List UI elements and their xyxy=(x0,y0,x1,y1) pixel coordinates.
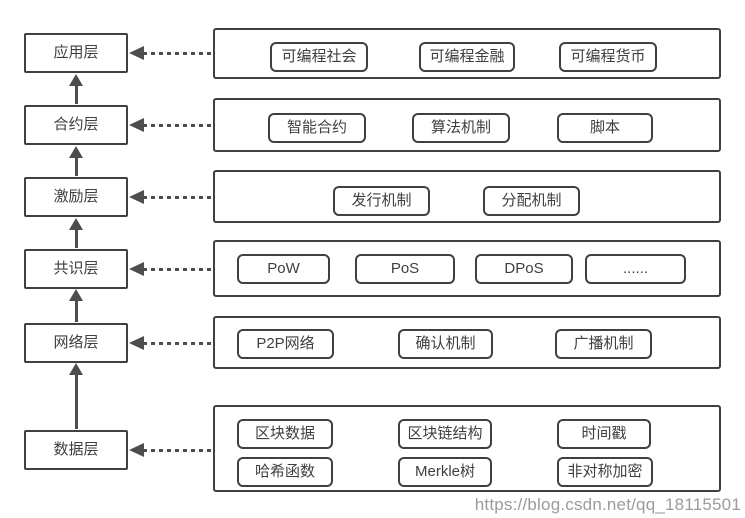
layer-item: Merkle树 xyxy=(398,457,492,487)
arrow-up-incentive-to-contract xyxy=(69,146,83,176)
arrow-up-contract-to-application xyxy=(69,74,83,104)
layer-box-data: 区块数据 区块链结构 时间戳 哈希函数 Merkle树 非对称加密 xyxy=(213,405,721,492)
watermark-url: https://blog.csdn.net/qq_18115501 xyxy=(474,495,741,514)
layer-box-incentive: 发行机制 分配机制 xyxy=(213,170,721,223)
layer-label-application: 应用层 xyxy=(24,33,128,73)
layer-box-consensus: PoW PoS DPoS ...... xyxy=(213,240,721,297)
layer-item: 区块链结构 xyxy=(398,419,492,449)
layer-item: 可编程社会 xyxy=(270,42,368,72)
layer-label-incentive: 激励层 xyxy=(24,177,128,217)
layer-item: PoS xyxy=(355,254,455,284)
layer-label-data: 数据层 xyxy=(24,430,128,470)
layer-item: 脚本 xyxy=(557,113,653,143)
layer-item: 分配机制 xyxy=(483,186,580,216)
arrow-head-icon xyxy=(129,118,144,132)
arrow-head-icon xyxy=(129,190,144,204)
layer-item: 非对称加密 xyxy=(557,457,653,487)
layer-item: 确认机制 xyxy=(398,329,493,359)
layer-box-application: 可编程社会 可编程金融 可编程货币 xyxy=(213,28,721,79)
layer-item: 可编程金融 xyxy=(419,42,515,72)
arrow-head-icon xyxy=(129,262,144,276)
arrow-shaft xyxy=(74,229,78,248)
arrow-head-icon xyxy=(69,74,83,86)
arrow-head-icon xyxy=(69,218,83,230)
layer-item: 时间戳 xyxy=(557,419,651,449)
layer-item: 可编程货币 xyxy=(559,42,657,72)
layer-item: 区块数据 xyxy=(237,419,333,449)
arrow-shaft xyxy=(74,157,78,176)
arrow-head-icon xyxy=(129,46,144,60)
layer-item: PoW xyxy=(237,254,330,284)
arrow-head-icon xyxy=(129,336,144,350)
layer-label-network: 网络层 xyxy=(24,323,128,363)
arrow-shaft xyxy=(74,85,78,104)
layer-box-contract: 智能合约 算法机制 脚本 xyxy=(213,98,721,152)
arrow-shaft xyxy=(74,300,78,322)
layer-item: ...... xyxy=(585,254,686,284)
layer-label-contract: 合约层 xyxy=(24,105,128,145)
layer-item: DPoS xyxy=(475,254,573,284)
arrow-head-icon xyxy=(69,146,83,158)
arrow-up-data-to-network xyxy=(69,363,83,429)
layer-label-consensus: 共识层 xyxy=(24,249,128,289)
dashed-line xyxy=(143,267,212,271)
dashed-line xyxy=(143,195,212,199)
arrow-head-icon xyxy=(129,443,144,457)
arrow-head-icon xyxy=(69,363,83,375)
layer-item: 发行机制 xyxy=(333,186,430,216)
arrow-head-icon xyxy=(69,289,83,301)
arrow-shaft xyxy=(74,374,78,429)
arrow-up-consensus-to-incentive xyxy=(69,218,83,248)
dashed-line xyxy=(143,51,212,55)
arrow-up-network-to-consensus xyxy=(69,289,83,322)
layer-box-network: P2P网络 确认机制 广播机制 xyxy=(213,316,721,369)
layer-item: 智能合约 xyxy=(268,113,366,143)
layer-item: 哈希函数 xyxy=(237,457,333,487)
layer-item: 算法机制 xyxy=(412,113,510,143)
layer-item: 广播机制 xyxy=(555,329,652,359)
layer-item: P2P网络 xyxy=(237,329,334,359)
dashed-line xyxy=(143,341,212,345)
dashed-line xyxy=(143,123,212,127)
dashed-line xyxy=(143,448,212,452)
